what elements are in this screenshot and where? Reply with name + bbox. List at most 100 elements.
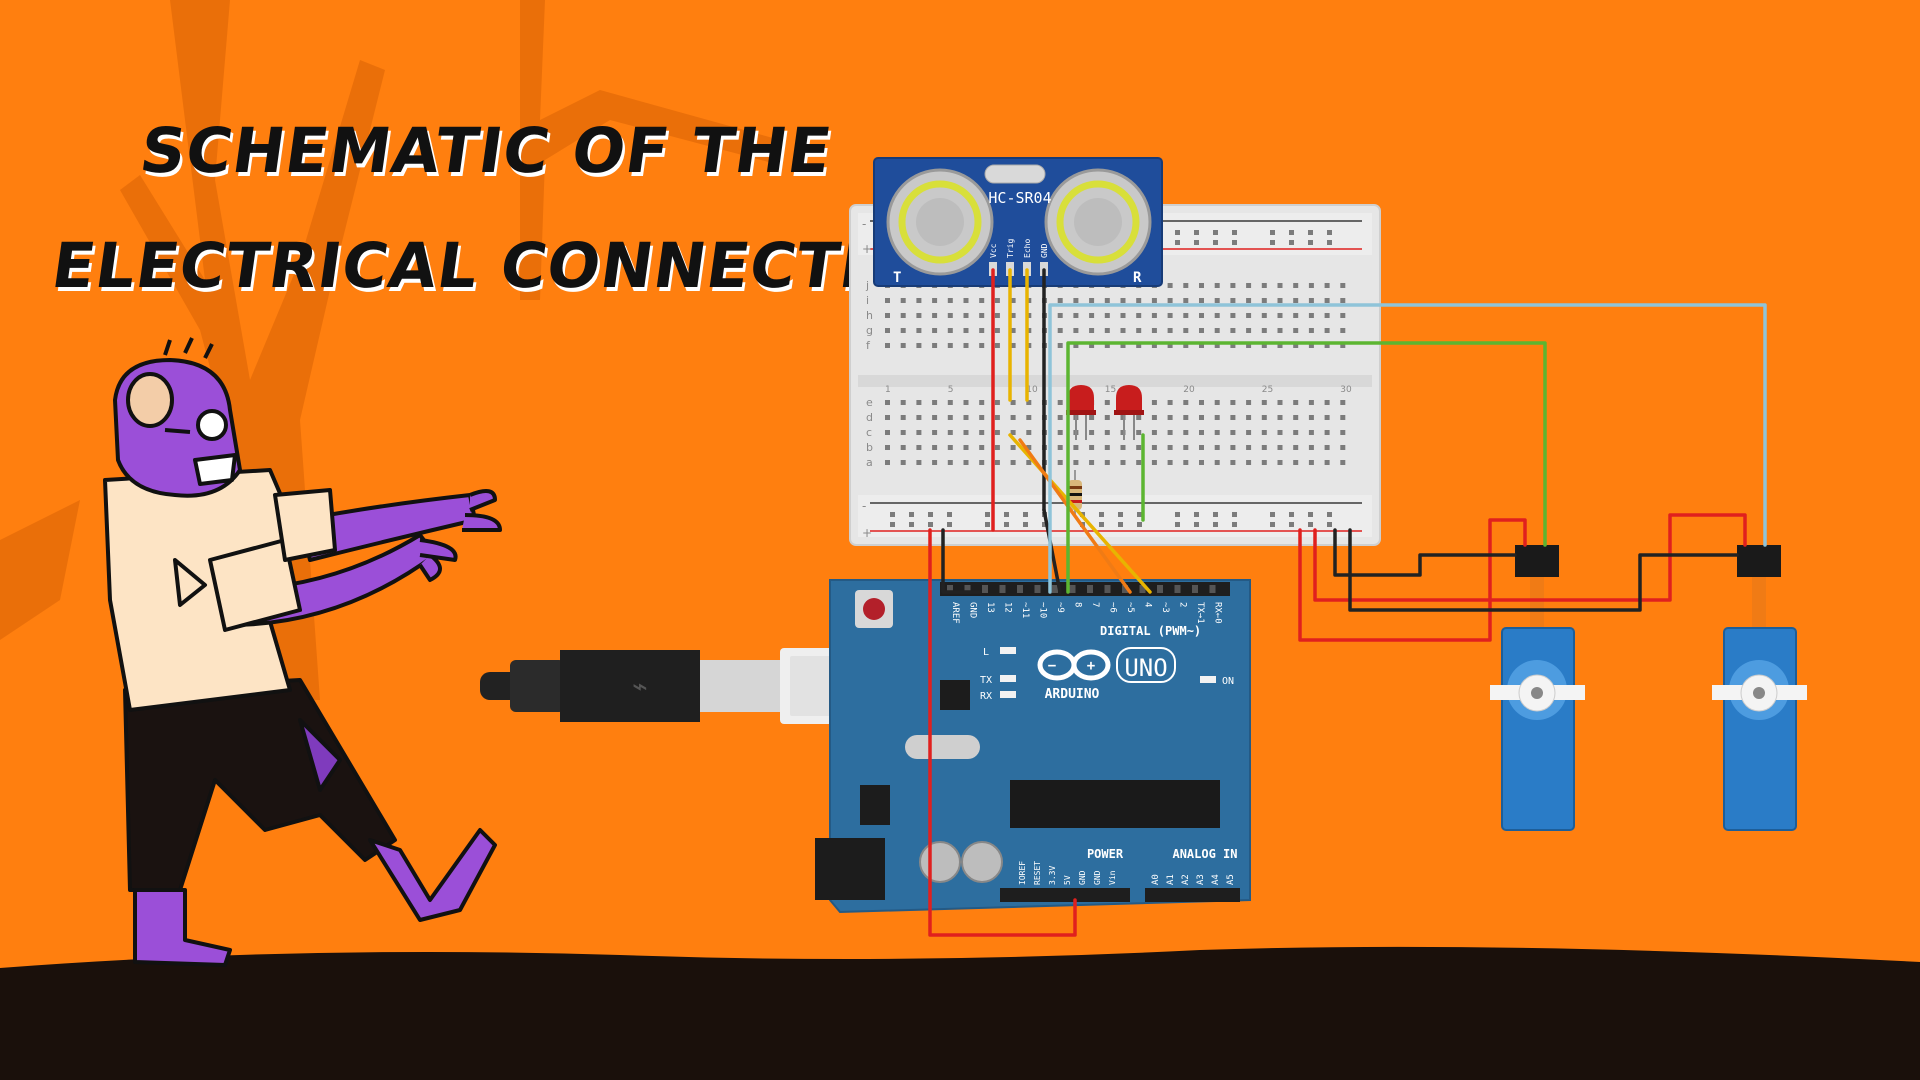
rail-hole: [909, 512, 914, 517]
rail-hole: [1213, 240, 1218, 245]
digital-pin-label: ~3: [1160, 602, 1170, 613]
breadboard-hole: [994, 415, 1000, 420]
rail-hole: [947, 522, 952, 527]
power-pin-label: 3.3V: [1048, 866, 1057, 885]
rail-hole: [928, 512, 933, 517]
column-number: 20: [1183, 385, 1195, 395]
breadboard-hole: [1104, 328, 1110, 333]
breadboard-hole: [1324, 283, 1330, 288]
digital-pin-socket: [1139, 585, 1146, 593]
breadboard-hole: [1230, 298, 1236, 303]
breadboard-hole: [1120, 460, 1126, 465]
rail-hole: [1289, 240, 1294, 245]
digital-pin-socket: [999, 585, 1006, 593]
breadboard-hole: [916, 445, 922, 450]
breadboard-hole: [963, 445, 969, 450]
breadboard-hole: [963, 328, 969, 333]
breadboard-hole: [1151, 298, 1157, 303]
breadboard-hole: [1340, 445, 1346, 450]
breadboard-hole: [1057, 313, 1063, 318]
breadboard-hole: [932, 343, 938, 348]
wire-5v-loop: [928, 528, 1077, 937]
breadboard-hole: [1010, 298, 1016, 303]
breadboard-hole: [1167, 343, 1173, 348]
breadboard-hole: [1136, 313, 1142, 318]
breadboard-hole: [1026, 460, 1032, 465]
breadboard-hole: [1199, 430, 1204, 435]
breadboard-hole: [1120, 343, 1126, 348]
servo-motor-2: [1712, 545, 1807, 831]
rail-minus-label-top: -: [862, 217, 866, 231]
breadboard-hole: [885, 313, 890, 318]
breadboard-hole: [1151, 460, 1157, 465]
digital-pin-socket: [1174, 585, 1181, 593]
breadboard-hole: [1151, 430, 1157, 435]
breadboard-hole: [1120, 445, 1126, 450]
breadboard-hole: [1340, 313, 1346, 318]
breadboard-hole: [1246, 415, 1252, 420]
breadboard-hole: [1089, 313, 1095, 318]
receiver-transducer: [1044, 168, 1152, 276]
breadboard-hole: [1230, 430, 1236, 435]
breadboard-hole: [1104, 445, 1110, 450]
rail-minus-label-bottom: -: [862, 499, 866, 513]
on-led-label: ON: [1222, 676, 1234, 687]
breadboard-hole: [1308, 313, 1314, 318]
digital-pin-socket: [1192, 585, 1198, 593]
breadboard-hole: [1199, 313, 1204, 318]
breadboard-hole: [1026, 328, 1032, 333]
analog-pin-label: A3: [1196, 874, 1206, 885]
led-l-label: L: [983, 647, 989, 658]
rail-hole: [1232, 512, 1237, 517]
rail-hole: [1327, 240, 1332, 245]
breadboard-hole: [1246, 313, 1252, 318]
breadboard-hole: [979, 460, 985, 465]
breadboard-hole: [1167, 460, 1173, 465]
breadboard-hole: [1277, 283, 1283, 288]
analog-header-connector: [1145, 888, 1240, 902]
rail-hole: [1194, 240, 1199, 245]
breadboard-hole: [1199, 415, 1204, 420]
servo-motor-1: [1490, 545, 1585, 831]
dc-power-jack: [815, 838, 885, 900]
breadboard-hole: [916, 313, 922, 318]
breadboard-hole: [1167, 445, 1173, 450]
breadboard-hole: [1277, 445, 1283, 450]
digital-pin-socket: [1122, 585, 1128, 593]
wire-echo-to-pin: [1018, 438, 1132, 594]
voltage-regulator: [860, 785, 890, 825]
reset-button: [863, 598, 885, 620]
rail-hole: [1213, 230, 1218, 235]
breadboard-hole: [994, 328, 1000, 333]
breadboard-hole: [979, 343, 985, 348]
digital-pin-label: 8: [1073, 602, 1083, 607]
rail-hole: [947, 512, 952, 517]
breadboard-hole: [1246, 283, 1252, 288]
rail-hole: [1327, 230, 1332, 235]
breadboard-hole: [1167, 328, 1173, 333]
row-letter-a: a: [866, 456, 873, 469]
breadboard-hole: [916, 400, 922, 405]
breadboard-hole: [1340, 430, 1346, 435]
breadboard-hole: [1324, 445, 1330, 450]
breadboard-hole: [1167, 400, 1173, 405]
rail-hole: [1023, 522, 1028, 527]
breadboard-hole: [979, 445, 985, 450]
breadboard-hole: [947, 400, 953, 405]
breadboard-hole: [1340, 283, 1346, 288]
breadboard-hole: [885, 328, 890, 333]
breadboard-hole: [900, 313, 906, 318]
breadboard-hole: [1089, 415, 1095, 420]
breadboard-hole: [1136, 445, 1142, 450]
breadboard-hole: [1324, 313, 1330, 318]
row-letter-j: j: [865, 279, 869, 292]
breadboard-hole: [1089, 460, 1095, 465]
breadboard-hole: [932, 313, 938, 318]
rail-hole: [1137, 522, 1142, 527]
digital-pin-label: 12: [1003, 602, 1013, 613]
breadboard-hole: [1277, 343, 1283, 348]
breadboard-hole: [900, 400, 906, 405]
breadboard-hole: [1293, 400, 1299, 405]
power-pin-label: 5V: [1063, 875, 1072, 885]
